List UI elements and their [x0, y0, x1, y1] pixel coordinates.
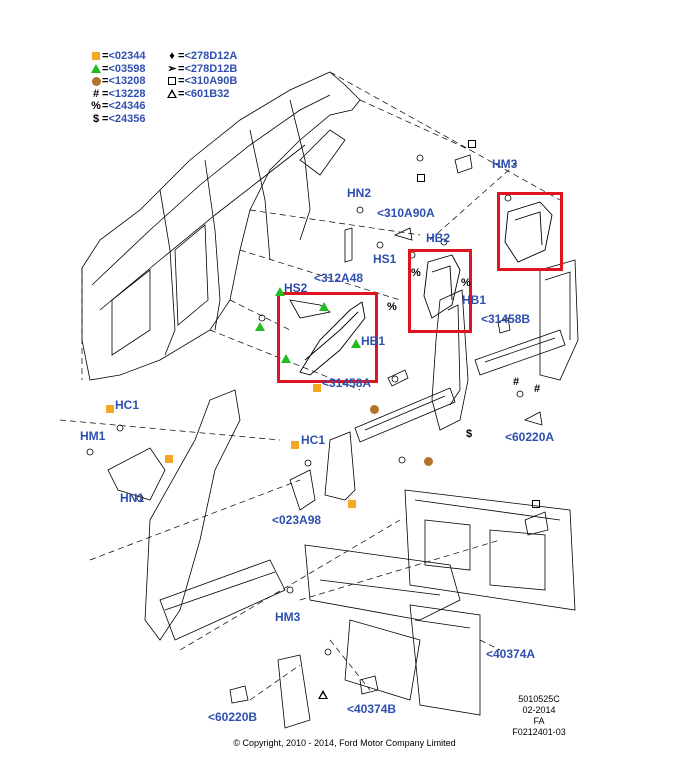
callout-hm1[interactable]: HM1 [80, 429, 106, 443]
a-pillar-trim [299, 301, 366, 376]
callout-31458a[interactable]: <31458A [322, 376, 372, 390]
open-square-icon [468, 135, 476, 153]
arrow-diamond-icon: ➢ [167, 62, 177, 75]
callout-hm3-bottom[interactable]: HM3 [275, 610, 301, 624]
highlight-box-hb1 [277, 292, 378, 383]
callout-023a98[interactable]: <023A98 [272, 513, 322, 527]
highlight-box-hm3 [497, 192, 563, 271]
b-pillar-trim [431, 289, 469, 431]
legend-value: <02344 [108, 50, 146, 62]
percent-symbol: % [91, 100, 101, 113]
legend-value: <24346 [108, 100, 146, 113]
callout-hn1[interactable]: HN1 [120, 491, 145, 505]
drawing-date: 02-2014 [522, 705, 556, 715]
green-triangle-icon [281, 350, 291, 368]
drawing-id: F0212401-03 [512, 727, 566, 737]
orange-square-icon [106, 400, 114, 418]
orange-square-icon [313, 379, 321, 397]
rear-back-panel [404, 489, 576, 611]
brown-circle-icon [370, 401, 379, 419]
hash-marker: # [513, 376, 520, 388]
drawing-info-block: 5010525C 02-2014 FA F0212401-03 [504, 694, 574, 738]
legend-value: <601B32 [184, 87, 230, 100]
legend-value: <24356 [108, 112, 146, 125]
rear-sill-plate [474, 329, 566, 376]
brown-circle-icon [91, 76, 101, 86]
legend-value: <03598 [108, 62, 146, 75]
legend-value: <278D12B [184, 62, 238, 75]
lower-pillar-trim [277, 654, 311, 729]
legend-row: =<13208 =<310A90B [90, 75, 237, 88]
legend-value: <278D12A [184, 50, 238, 62]
callout-hb1-left[interactable]: HB1 [361, 334, 386, 348]
a-pillar-body [144, 389, 241, 641]
orange-square-icon [92, 52, 100, 61]
hash-marker: # [534, 383, 541, 395]
pct-marker: % [387, 301, 397, 313]
callout-60220a[interactable]: <60220A [505, 430, 555, 444]
orange-square-icon [291, 436, 299, 454]
legend-value: <310A90B [184, 75, 238, 88]
callout-hm3-top[interactable]: HM3 [492, 157, 518, 171]
b-pillar-upper-trim [423, 254, 461, 319]
legend-value: <13228 [108, 87, 146, 100]
green-triangle-icon [255, 318, 265, 336]
kick-panel [107, 447, 166, 501]
callout-312a48[interactable]: <312A48 [314, 271, 364, 285]
legend-row: $=<24356 [90, 112, 146, 126]
legend: =<02344 ♦=<278D12A =<03598 ➢=<278D12B =<… [90, 50, 237, 126]
legend-value: <13208 [108, 75, 146, 88]
dollar-marker: $ [466, 428, 473, 440]
brown-circle-icon [424, 453, 433, 471]
callout-hs2[interactable]: HS2 [284, 281, 308, 295]
open-square-icon [417, 169, 425, 187]
legend-row: =<03598 ➢=<278D12B [90, 62, 237, 76]
diamond-icon: ♦ [169, 50, 175, 62]
green-triangle-icon [319, 298, 329, 316]
green-triangle-icon [275, 283, 285, 301]
callout-hs1[interactable]: HS1 [373, 252, 397, 266]
green-triangle-icon [351, 335, 361, 353]
orange-square-icon [348, 495, 356, 513]
highlight-box-hb2 [408, 249, 472, 333]
cab-frame [81, 71, 361, 381]
seat-back-panel [304, 544, 461, 621]
callout-hc1-left[interactable]: HC1 [115, 398, 140, 412]
dollar-symbol: $ [92, 112, 100, 125]
c-pillar-upper-trim [504, 201, 553, 263]
legend-row: #=<13228 =<601B32 [90, 87, 229, 101]
open-square-icon [532, 495, 540, 513]
pct-marker: % [411, 267, 421, 279]
pct-marker: % [461, 277, 471, 289]
open-square-icon [168, 77, 176, 86]
orange-square-icon [165, 450, 173, 468]
callout-40374b[interactable]: <40374B [347, 702, 397, 716]
callout-hn2[interactable]: HN2 [347, 186, 372, 200]
rear-quarter-trim [539, 259, 579, 381]
callout-hc1-mid[interactable]: HC1 [301, 433, 326, 447]
callout-40374a[interactable]: <40374A [486, 647, 536, 661]
open-triangle-icon [167, 89, 177, 99]
cowl-trim [324, 431, 356, 501]
copyright-notice: © Copyright, 2010 - 2014, Ford Motor Com… [233, 738, 456, 748]
hash-symbol: # [92, 87, 100, 100]
callout-hb1-right[interactable]: HB1 [462, 293, 487, 307]
callout-60220b[interactable]: <60220B [208, 710, 258, 724]
callout-310a90a[interactable]: <310A90A [377, 206, 435, 220]
drawing-number: 5010525C [518, 694, 560, 704]
legend-row: %=<24346 [91, 100, 146, 113]
open-triangle-icon [318, 686, 328, 704]
callout-31458b[interactable]: <31458B [481, 312, 531, 326]
green-triangle-icon [91, 64, 101, 74]
front-sill-plate [354, 387, 456, 443]
legend-row: =<02344 ♦=<278D12A [90, 50, 237, 63]
drawing-code: FA [533, 716, 545, 726]
callout-hb2[interactable]: HB2 [426, 231, 451, 245]
